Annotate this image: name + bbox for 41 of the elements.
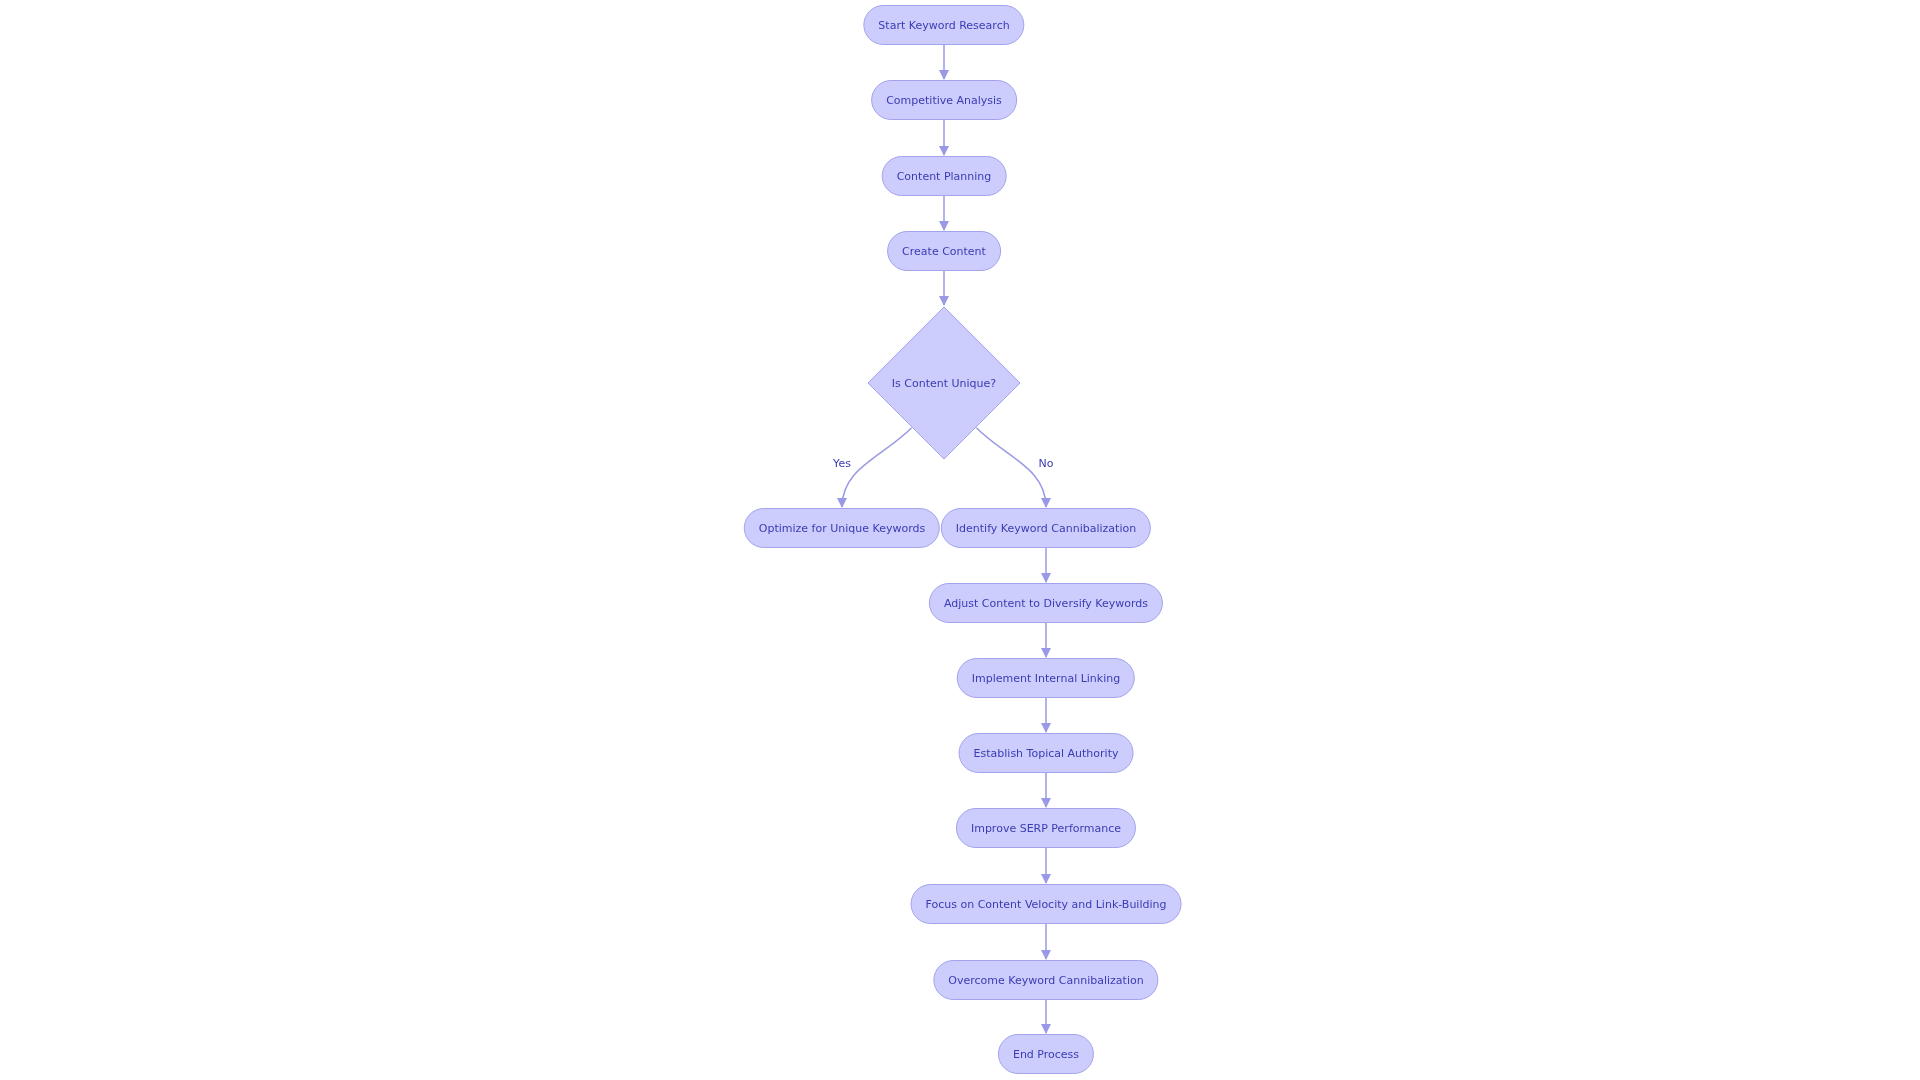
- step-text: Establish Topical Authority: [973, 746, 1119, 760]
- arrow: [1040, 697, 1052, 734]
- process-pill: [887, 231, 1001, 271]
- process-pill: [997, 1034, 1095, 1074]
- arrow: [1040, 622, 1052, 659]
- step-text: Content Planning: [896, 169, 992, 183]
- process-pill: [933, 960, 1159, 1000]
- step-text: Adjust Content to Diversify Keywords: [943, 596, 1149, 610]
- arrow: [938, 119, 950, 157]
- step-text: Implement Internal Linking: [971, 671, 1121, 685]
- step-text: Improve SERP Performance: [970, 821, 1122, 835]
- step-text: Optimize for Unique Keywords: [758, 521, 926, 535]
- process-pill: [863, 5, 1025, 45]
- process-pill: [958, 733, 1134, 773]
- step-text: Overcome Keyword Cannibalization: [948, 973, 1144, 987]
- process-pill: [955, 808, 1137, 848]
- process-pill: [881, 156, 1007, 196]
- decision-diamond: [867, 306, 1021, 460]
- step-text: Start Keyword Research: [878, 18, 1010, 32]
- process-pill: [743, 508, 941, 548]
- arrow: [938, 44, 950, 81]
- arrow: [938, 270, 950, 307]
- step-text: Identify Keyword Cannibalization: [955, 521, 1137, 535]
- arrow: [1040, 772, 1052, 809]
- step-text: Focus on Content Velocity and Link-Building: [925, 897, 1167, 911]
- step-text: End Process: [1012, 1047, 1080, 1061]
- arrow: [1040, 547, 1052, 584]
- process-pill: [910, 884, 1182, 924]
- process-pill: [940, 508, 1152, 548]
- step-text: Competitive Analysis: [886, 93, 1002, 107]
- arrow: [1040, 923, 1052, 961]
- arrow: [938, 195, 950, 232]
- arrow: [837, 426, 913, 509]
- arrow: [975, 426, 1051, 509]
- process-pill: [928, 583, 1164, 623]
- step-text: Is Content Unique?: [891, 376, 997, 390]
- arrow: [1040, 847, 1052, 885]
- arrow: [1040, 999, 1052, 1035]
- step-text: Create Content: [902, 244, 986, 258]
- process-pill: [871, 80, 1017, 120]
- process-pill: [956, 658, 1136, 698]
